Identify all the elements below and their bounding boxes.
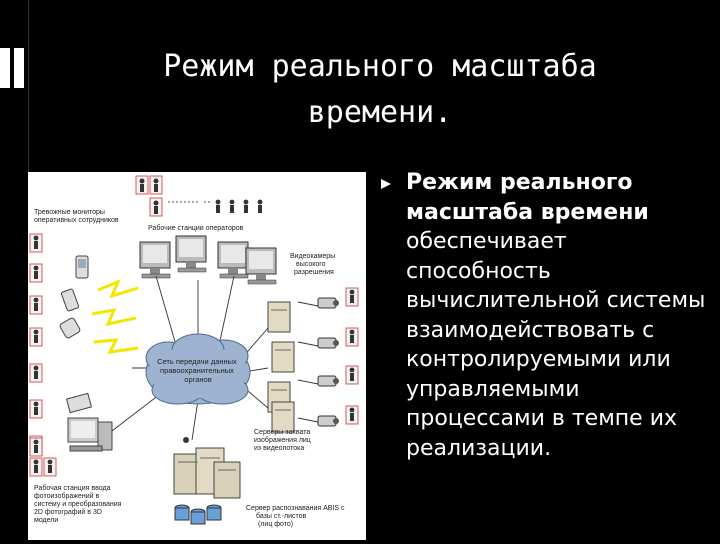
- cloud-label: Сеть передачи данных правоохранительных …: [157, 357, 239, 384]
- slide-title: Режим реального масштаба времени.: [80, 44, 680, 136]
- network-diagram: Тревожные мониторы оперативных сотрудник…: [28, 172, 366, 540]
- wireless-bolt-icons: [91, 279, 139, 354]
- operators-people-icons: [204, 199, 263, 213]
- phone-icon: [59, 255, 89, 339]
- right-people-icons: [345, 287, 359, 425]
- cameras-label: Видеокамеры высокого разрешения: [290, 253, 337, 276]
- workstation-monitors: [139, 235, 277, 285]
- bullet-bold-text: Режим реального масштаба времени: [406, 170, 649, 225]
- left-decoration: [0, 48, 28, 88]
- workstations-label: Рабочие станции операторов: [148, 224, 244, 232]
- capture-server-icons: [267, 301, 295, 433]
- title-line-1: Режим реального масштаба: [163, 49, 597, 84]
- abis-server-icon: [173, 437, 241, 525]
- bullet-square-icon: [381, 179, 391, 189]
- input-workstation-icon: [65, 392, 113, 452]
- people-icon-group: [135, 175, 163, 217]
- input-station-label: Рабочая станция ввода фотоизображений в …: [34, 484, 123, 524]
- servers-label: Серверы захвата изображения лиц из видео…: [254, 429, 313, 452]
- bullet-item: Режим реального масштаба времени обеспеч…: [406, 168, 706, 463]
- abis-server-label: Сервер распознавания ABIS с базы ст.-лис…: [246, 505, 346, 528]
- network-cloud: Сеть передачи данных правоохранительных …: [145, 333, 251, 405]
- title-line-2: времени.: [307, 95, 453, 130]
- bullet-body-text: обеспечивает способность вычислительной …: [406, 229, 706, 461]
- left-people-icons: [29, 233, 43, 455]
- bottom-people-icons: [29, 437, 57, 477]
- monitors-label: Тревожные мониторы оперативных сотрудник…: [34, 209, 119, 224]
- camera-icons: [317, 297, 339, 427]
